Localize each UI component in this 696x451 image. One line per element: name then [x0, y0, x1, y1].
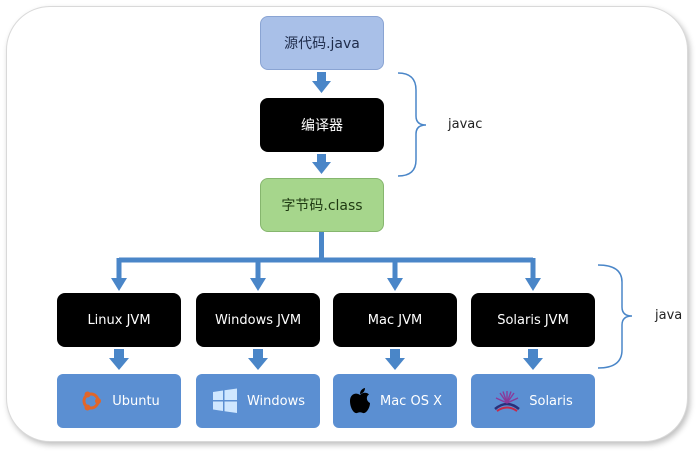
source-code-box: 源代码.java — [260, 16, 384, 70]
bytecode-label: 字节码.class — [281, 198, 363, 214]
ubuntu-icon — [78, 388, 104, 414]
bytecode-box: 字节码.class — [260, 178, 384, 232]
jvm-label-windows: Windows JVM — [214, 312, 302, 328]
apple-icon — [348, 387, 372, 415]
platform-label-windows: Windows — [246, 393, 306, 409]
jvm-box-mac: Mac JVM — [333, 293, 457, 347]
jvm-box-linux: Linux JVM — [57, 293, 181, 347]
javac-label: javac — [448, 117, 483, 132]
platform-box-solaris: Solaris — [471, 374, 595, 428]
jvm-label-mac: Mac JVM — [367, 312, 423, 328]
jvm-box-solaris: Solaris JVM — [471, 293, 595, 347]
jvm-box-windows: Windows JVM — [196, 293, 320, 347]
jvm-label-linux: Linux JVM — [87, 312, 151, 328]
platform-label-ubuntu: Ubuntu — [112, 393, 160, 409]
windows-icon — [211, 388, 239, 414]
javac-brace — [397, 72, 427, 177]
jvm-to-platform-arrows — [109, 349, 543, 370]
platform-box-mac: Mac OS X — [333, 374, 457, 428]
platform-box-windows: Windows — [196, 374, 320, 428]
platform-label-mac: Mac OS X — [380, 393, 442, 409]
platform-label-solaris: Solaris — [529, 393, 573, 409]
jvm-label-solaris: Solaris JVM — [497, 312, 569, 328]
java-brace — [597, 264, 633, 369]
platform-box-ubuntu: Ubuntu — [57, 374, 181, 428]
compiler-label: 编译器 — [301, 118, 343, 134]
distribution-tree — [116, 232, 536, 280]
arrow-source-to-compiler — [312, 72, 331, 93]
solaris-icon — [493, 389, 521, 413]
java-label: java — [655, 308, 683, 323]
arrow-compiler-to-bytecode — [312, 154, 331, 174]
source-code-label: 源代码.java — [284, 36, 360, 52]
compiler-box: 编译器 — [260, 98, 384, 152]
